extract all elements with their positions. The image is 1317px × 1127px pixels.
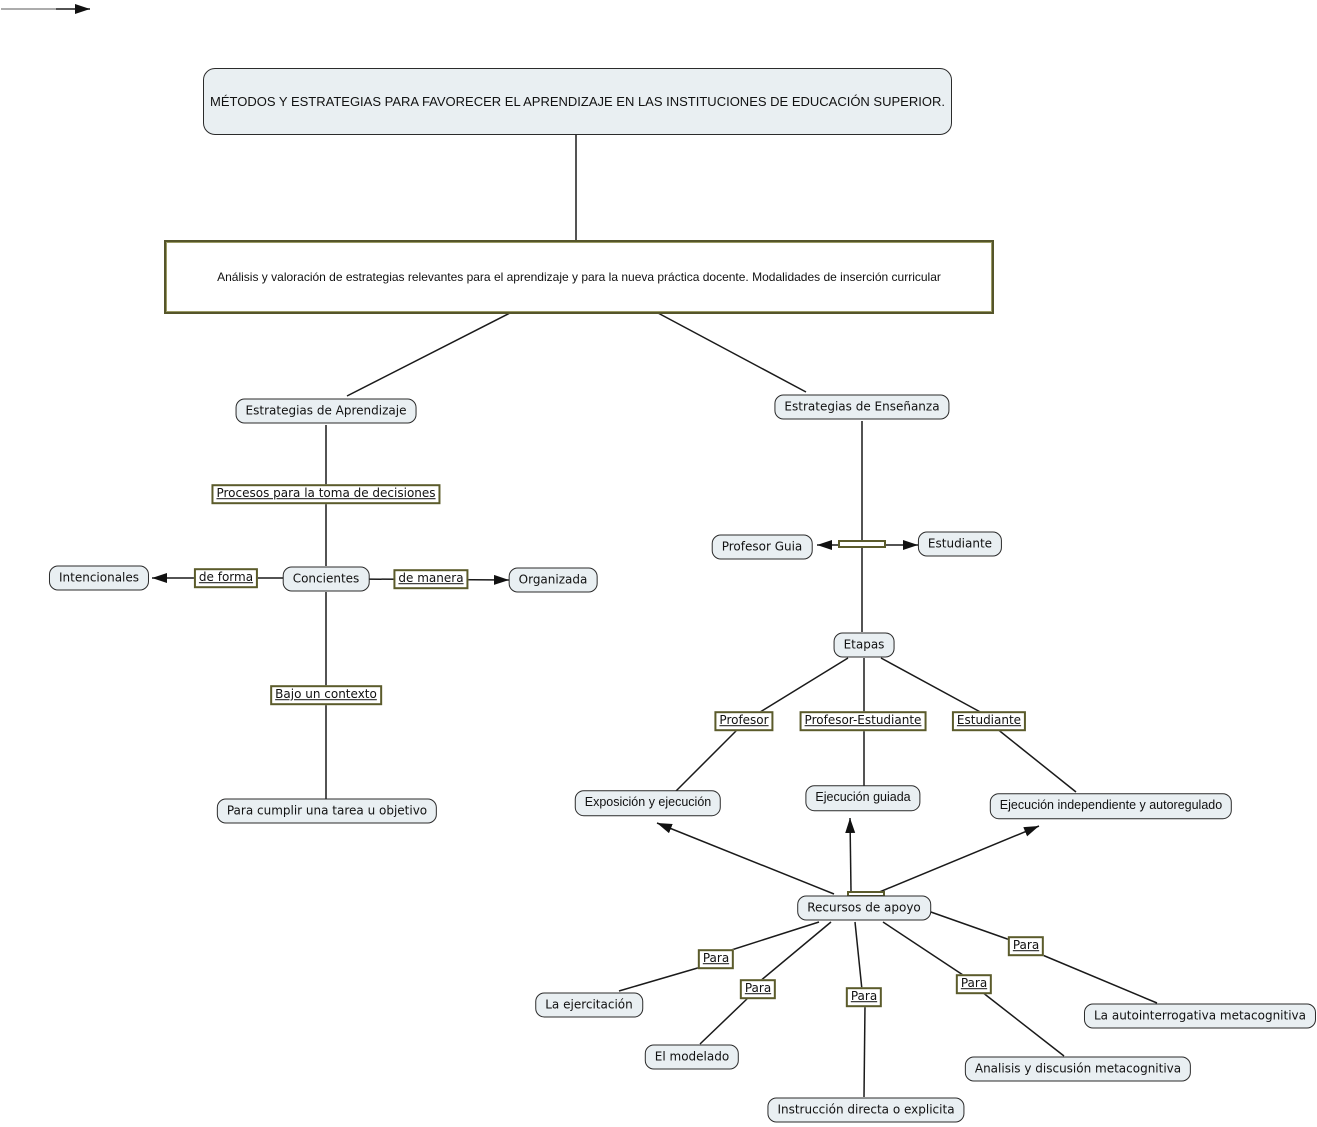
empty-link-bar[interactable] [838, 540, 886, 548]
para-link-label[interactable]: Para [739, 979, 777, 999]
profesor-link-label[interactable]: Profesor [714, 711, 774, 731]
autointerrogativa-node[interactable]: La autointerrogativa metacognitiva [1083, 1003, 1317, 1029]
intencionales-node[interactable]: Intencionales [48, 565, 150, 591]
ejecucion-guiada-node[interactable]: Ejecución guiada [805, 785, 921, 811]
organizada-node[interactable]: Organizada [508, 567, 598, 593]
bajo-contexto-link-label[interactable]: Bajo un contexto [270, 685, 382, 705]
recursos-apoyo-node[interactable]: Recursos de apoyo [797, 895, 931, 921]
modelado-node[interactable]: El modelado [644, 1044, 740, 1070]
instruccion-node[interactable]: Instrucción directa o explicita [767, 1097, 965, 1123]
para-link-label[interactable]: Para [1007, 936, 1045, 956]
profesor-estudiante-link-label[interactable]: Profesor-Estudiante [799, 711, 927, 731]
para-cumplir-node[interactable]: Para cumplir una tarea u objetivo [216, 798, 438, 824]
para-link-label[interactable]: Para [697, 949, 735, 969]
etapas-node[interactable]: Etapas [833, 632, 895, 658]
procesos-link-label[interactable]: Procesos para la toma de decisiones [211, 484, 441, 504]
ejercitacion-node[interactable]: La ejercitación [535, 992, 643, 1018]
exposicion-node[interactable]: Exposición y ejecución [574, 790, 722, 816]
profesor-guia-node[interactable]: Profesor Guia [711, 534, 813, 560]
analisis-node[interactable]: Análisis y valoración de estrategias rel… [164, 240, 994, 314]
analisis-metacognitiva-node[interactable]: Analisis y discusión metacognitiva [964, 1056, 1192, 1082]
de-manera-link-label[interactable]: de manera [393, 569, 469, 589]
estudiante-node[interactable]: Estudiante [917, 531, 1003, 557]
estrategias-ensenanza-node[interactable]: Estrategias de Enseñanza [774, 394, 950, 420]
estrategias-aprendizaje-node[interactable]: Estrategias de Aprendizaje [235, 398, 417, 424]
de-forma-link-label[interactable]: de forma [193, 568, 259, 588]
para-link-label[interactable]: Para [845, 987, 883, 1007]
map-title-node[interactable]: MÉTODOS Y ESTRATEGIAS PARA FAVORECER EL … [203, 68, 952, 135]
para-link-label[interactable]: Para [955, 974, 993, 994]
concientes-node[interactable]: Concientes [282, 566, 370, 592]
estudiante-link-label[interactable]: Estudiante [951, 711, 1027, 731]
ejecucion-independiente-node[interactable]: Ejecución independiente y autoregulado [989, 793, 1233, 819]
